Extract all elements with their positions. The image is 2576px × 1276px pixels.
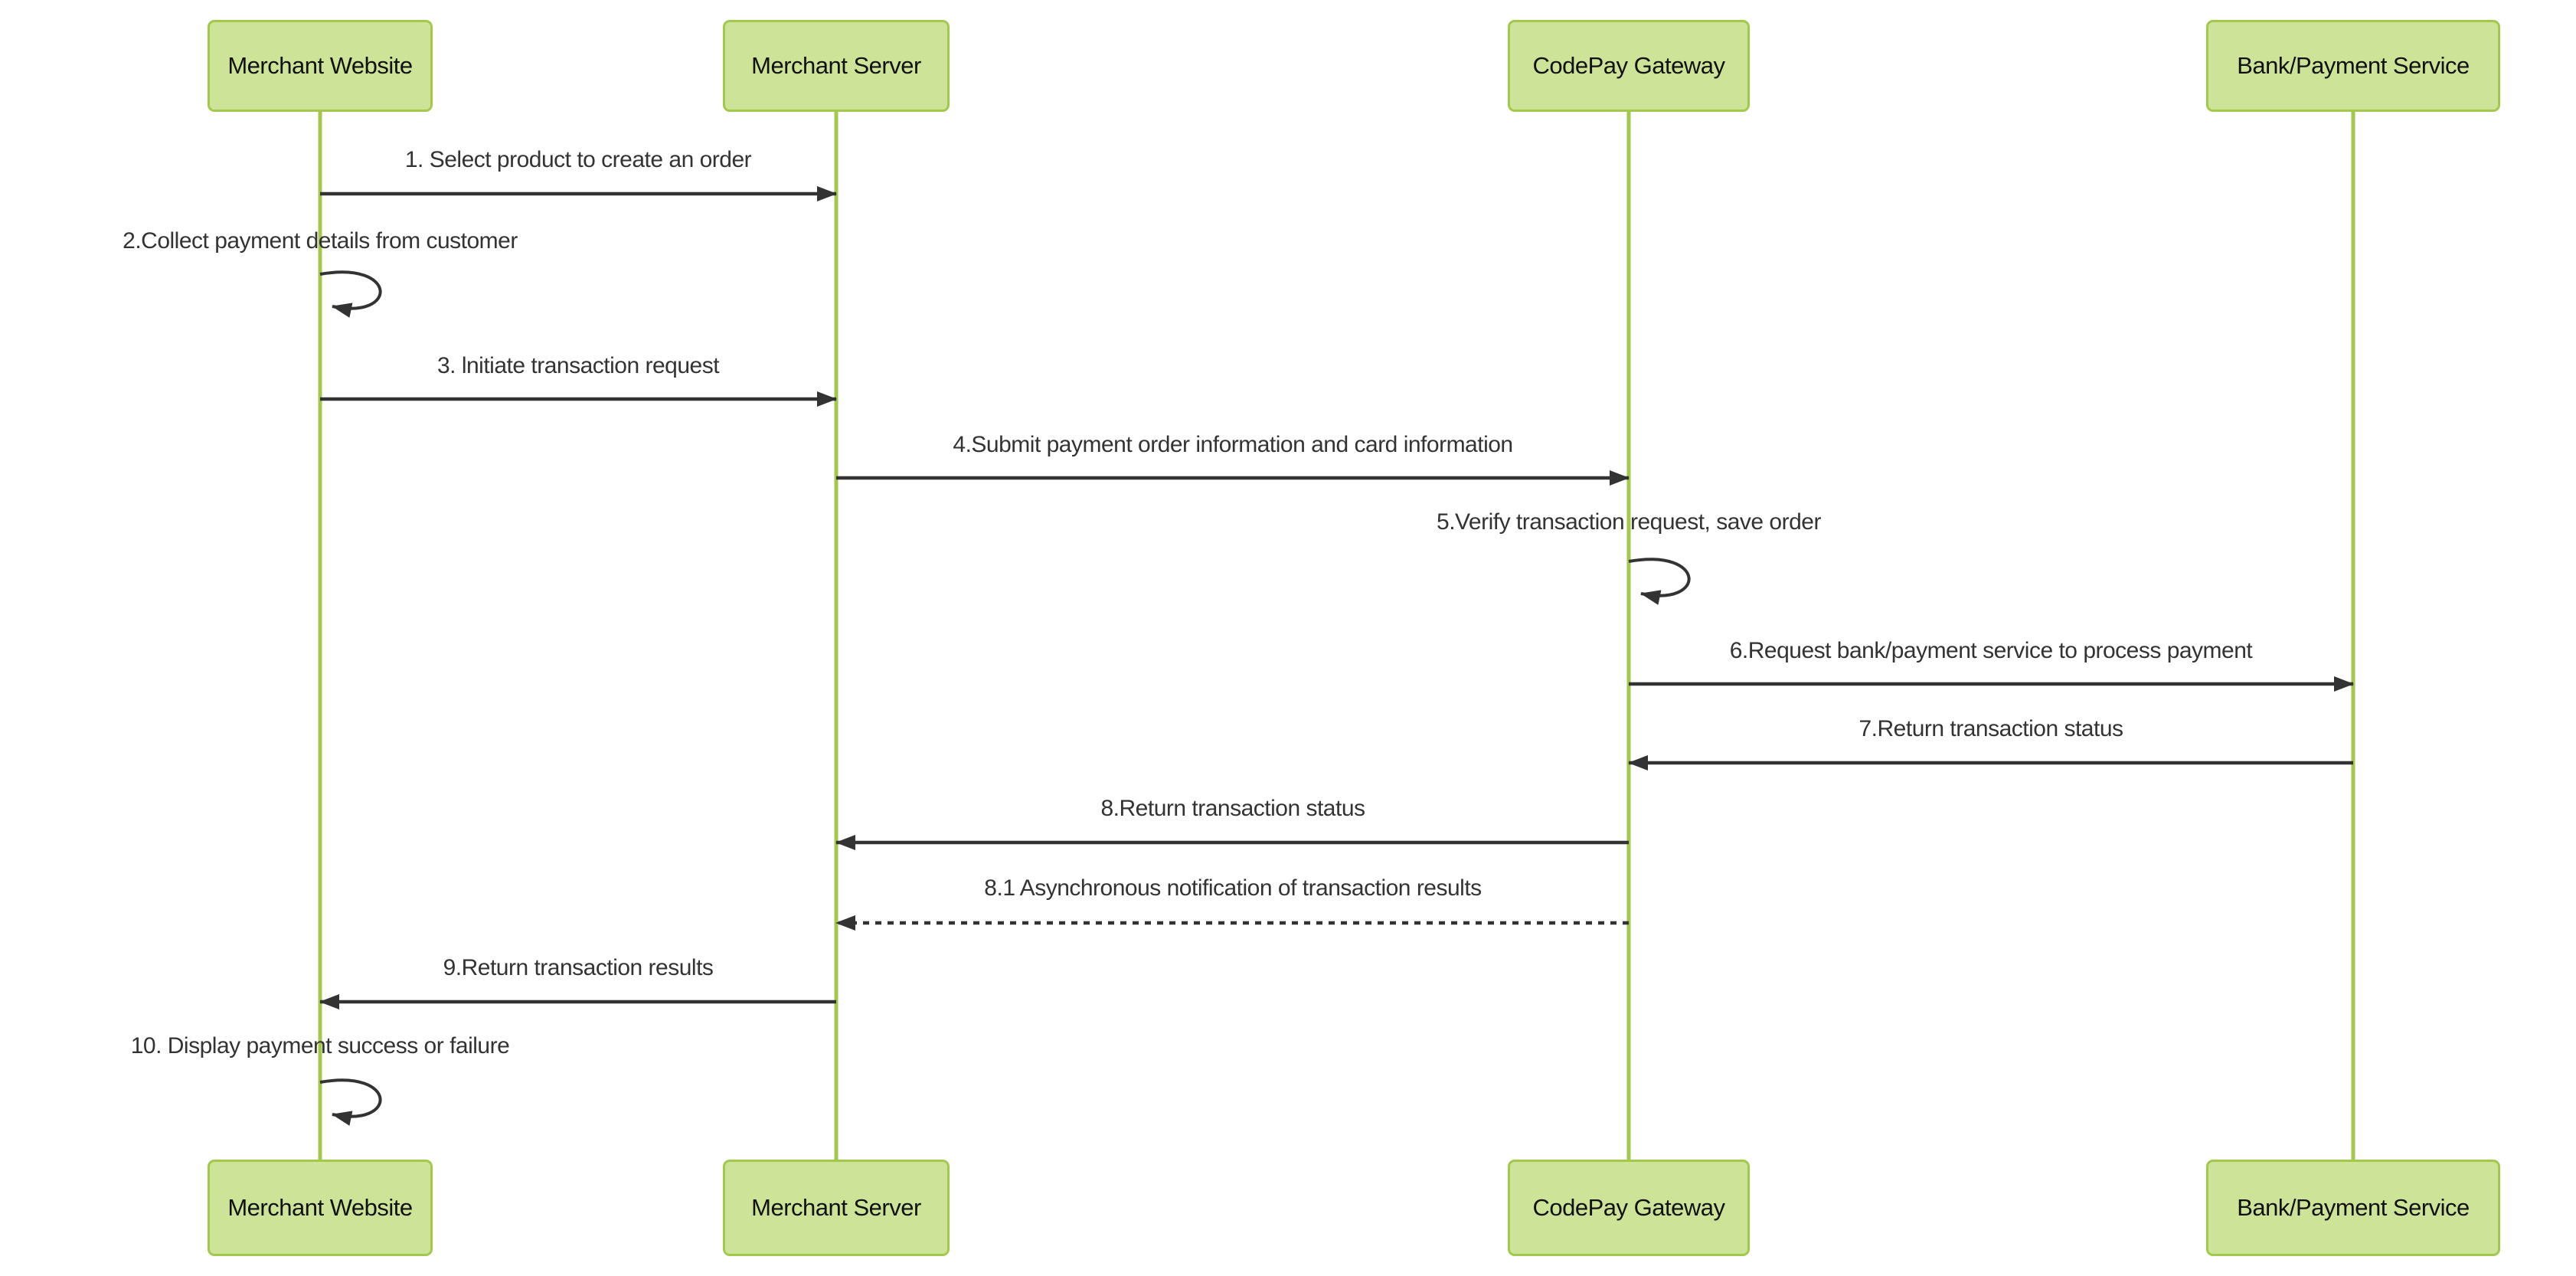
actor-label: Merchant Website — [227, 1194, 413, 1221]
message-label-1: 1. Select product to create an order — [404, 147, 752, 172]
message-label-2: 2.Collect payment details from customer — [123, 228, 518, 254]
self-loop-msg-10 — [319, 1078, 382, 1126]
actor-bottom-merchant-server: Merchant Server — [723, 1160, 950, 1256]
actor-top-merchant-server: Merchant Server — [723, 20, 950, 112]
actor-bottom-merchant-website: Merchant Website — [208, 1160, 433, 1256]
message-label-8-1: 8.1 Asynchronous notification of transac… — [984, 875, 1482, 901]
actor-top-codepay-gateway: CodePay Gateway — [1508, 20, 1750, 112]
message-label-9: 9.Return transaction results — [443, 955, 714, 980]
actor-label: CodePay Gateway — [1532, 1194, 1725, 1221]
self-loop-msg-5 — [1628, 558, 1691, 605]
actor-label: Merchant Website — [227, 52, 413, 79]
message-label-5: 5.Verify transaction request, save order — [1437, 509, 1821, 535]
message-label-3: 3. lnitiate transaction request — [436, 353, 720, 378]
message-label-8: 8.Return transaction status — [1100, 796, 1365, 821]
actor-top-bank-payment-service: Bank/Payment Service — [2206, 20, 2500, 112]
actor-label: Bank/Payment Service — [2237, 52, 2470, 79]
actor-top-merchant-website: Merchant Website — [208, 20, 433, 112]
actor-label: Bank/Payment Service — [2237, 1194, 2470, 1221]
actor-bottom-codepay-gateway: CodePay Gateway — [1508, 1160, 1750, 1256]
message-label-10: 10. Display payment success or failure — [130, 1033, 510, 1058]
self-loop-msg-2 — [319, 270, 382, 318]
actor-bottom-bank-payment-service: Bank/Payment Service — [2206, 1160, 2500, 1256]
message-label-6: 6.Request bank/payment service to proces… — [1729, 638, 2253, 663]
actor-label: CodePay Gateway — [1532, 52, 1725, 79]
message-label-7: 7.Return transaction status — [1858, 716, 2123, 741]
message-label-4: 4.Submit payment order information and c… — [953, 432, 1513, 457]
actor-label: Merchant Server — [751, 52, 921, 79]
actor-label: Merchant Server — [751, 1194, 921, 1221]
